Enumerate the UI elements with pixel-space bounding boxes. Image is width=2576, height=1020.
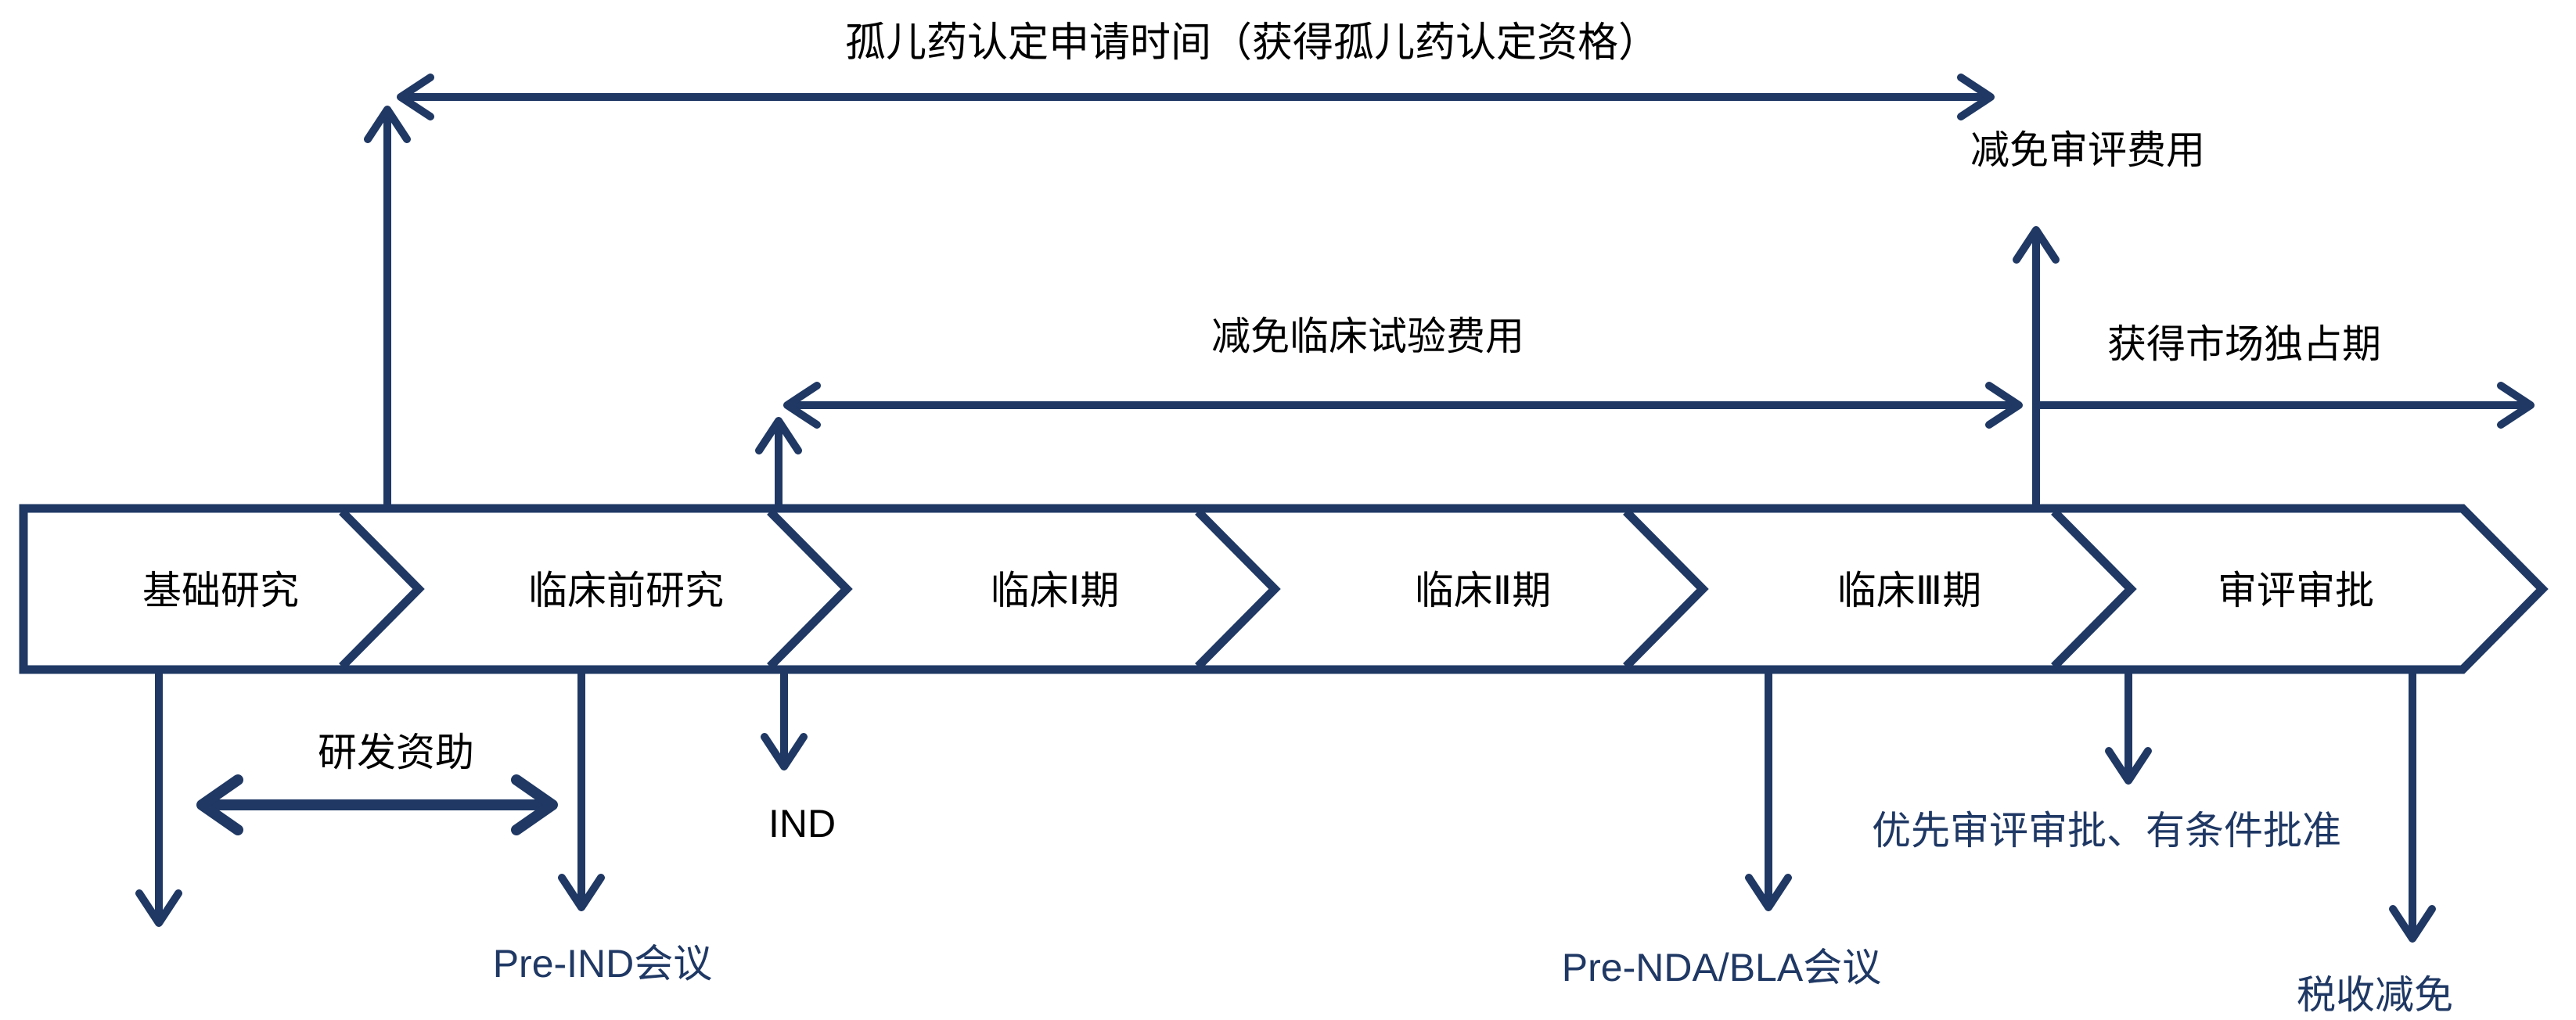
stage-divider-3 (1195, 508, 1281, 670)
stage-label-phase-1: 临床Ⅰ期 (991, 569, 1120, 612)
stage-label-preclinical: 临床前研究 (528, 569, 724, 612)
rd-funding-label: 研发资助 (318, 731, 474, 774)
pre-nda-meeting-label: Pre-NDA/BLA会议 (1562, 946, 1881, 989)
market-exclusivity-label: 获得市场独占期 (2107, 322, 2381, 366)
stage-label-phase-3: 临床Ⅲ期 (1837, 569, 1981, 612)
stage-label-phase-2: 临床Ⅱ期 (1415, 569, 1552, 612)
stage-label-basic-research: 基础研究 (142, 569, 299, 612)
review-fee-waiver-label: 减免审评费用 (1970, 128, 2205, 172)
diagram-title: 孤儿药认定申请时间（获得孤儿药认定资格） (845, 20, 1659, 66)
clinical-fee-waiver-label: 减免临床试验费用 (1211, 314, 1524, 358)
stage-label-review-approval: 审评审批 (2218, 569, 2374, 612)
stage-divider-2 (767, 508, 853, 670)
tax-relief-label: 税收减免 (2297, 973, 2453, 1017)
stage-divider-1 (339, 508, 425, 670)
ind-label: IND (768, 802, 836, 846)
timeline-bar (19, 504, 2549, 674)
stage-divider-4 (1623, 508, 1709, 670)
stage-divider-5 (2051, 508, 2137, 670)
priority-review-label: 优先审评审批、有条件批准 (1872, 809, 2341, 853)
pre-ind-meeting-label: Pre-IND会议 (493, 942, 713, 986)
